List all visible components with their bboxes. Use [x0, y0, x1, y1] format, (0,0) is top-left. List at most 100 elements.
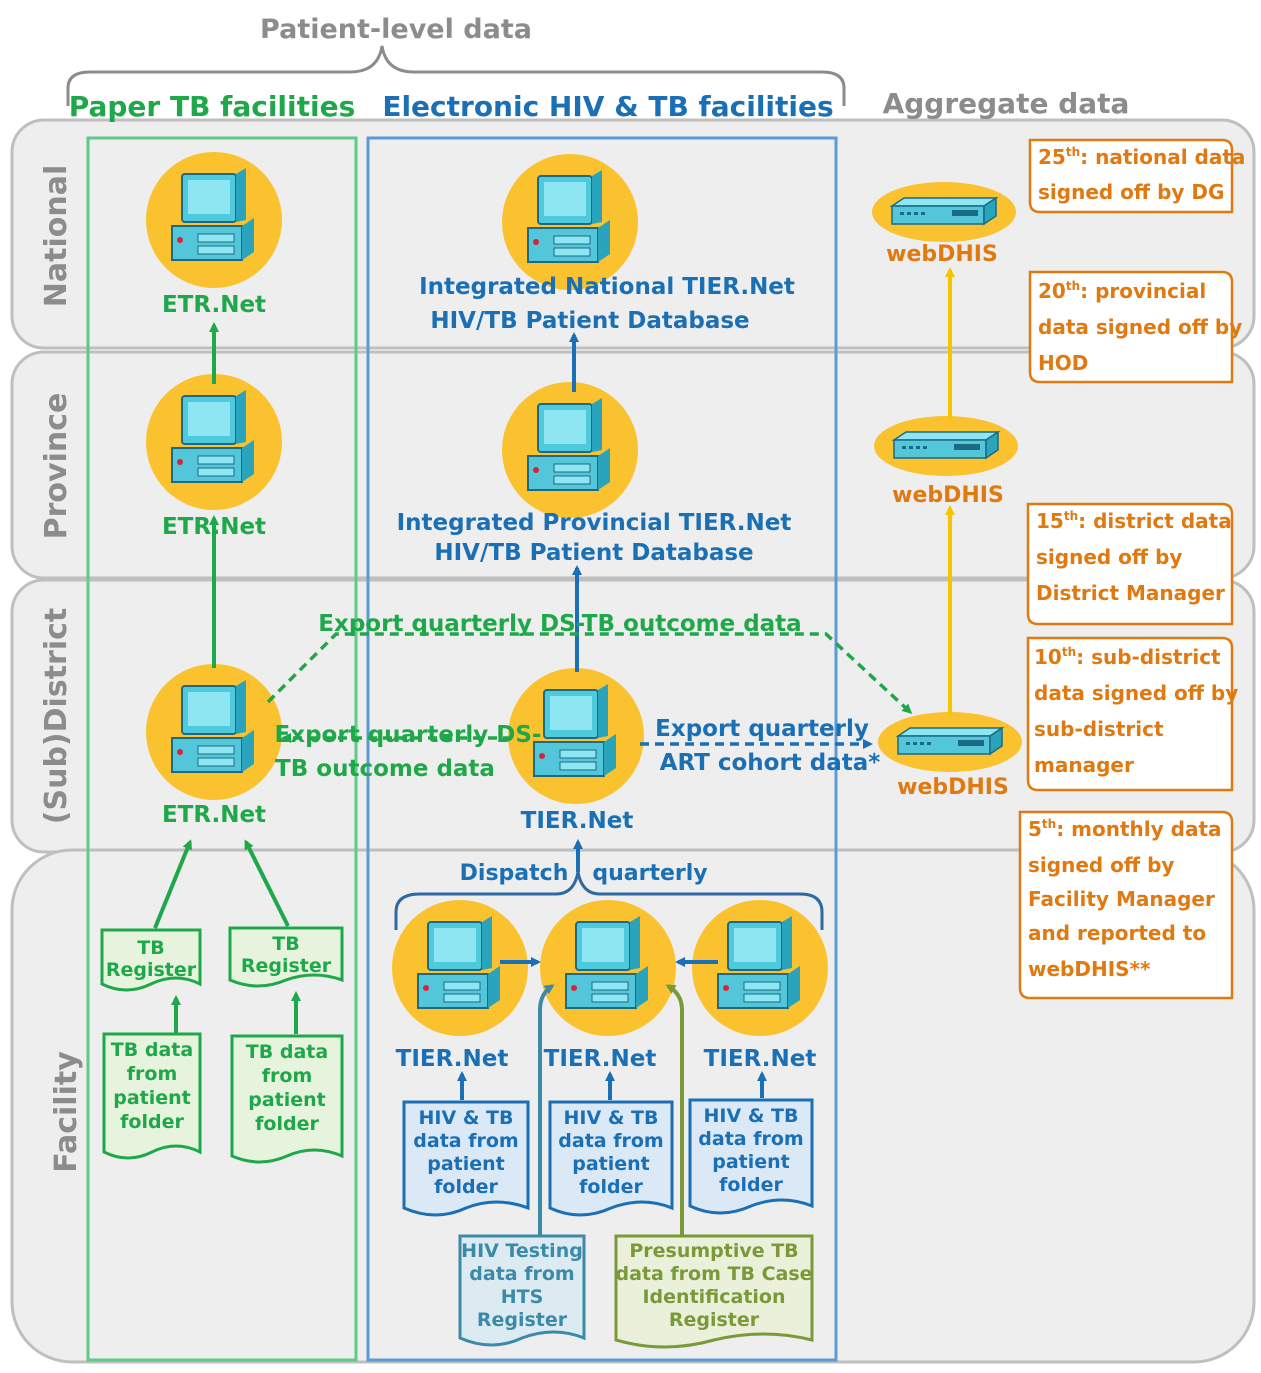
export-dstb-left-l1: Export quarterly DS-	[275, 722, 542, 748]
tier-district-label: TIER.Net	[521, 808, 634, 834]
note-district-l3: District Manager	[1036, 581, 1225, 605]
hiv-tb-doc-3	[688, 1098, 814, 1215]
note-subdistrict-sup: th	[1062, 645, 1076, 659]
hiv-tb-doc-3-l4: folder	[719, 1174, 783, 1196]
hiv-tb-doc-1-l3: patient	[427, 1153, 505, 1175]
arrow-register2-to-etr	[244, 839, 290, 927]
tier-facility-label-3: TIER.Net	[704, 1046, 817, 1072]
tb-data-1-l4: folder	[120, 1111, 184, 1133]
level-national: National	[39, 165, 74, 307]
hiv-tb-doc-2	[548, 1100, 674, 1217]
tb-data-2-l1: TB data	[246, 1041, 328, 1063]
note-facility-l4: and reported to	[1028, 921, 1206, 945]
note-province-l3: HOD	[1038, 351, 1088, 375]
hiv-tb-doc-1-l1: HIV & TB	[419, 1107, 514, 1129]
paper-header: Paper TB facilities	[69, 90, 356, 123]
note-facility-l3: Facility Manager	[1028, 887, 1215, 911]
computer-icon	[391, 899, 529, 1037]
tb-register-2-line2: Register	[241, 955, 332, 977]
hiv-tb-doc-1-l4: folder	[434, 1176, 498, 1198]
hiv-tb-doc-2-l1: HIV & TB	[564, 1107, 659, 1129]
hiv-tb-doc-3-l3: patient	[712, 1151, 790, 1173]
note-subdistrict: 10th: sub-district data signed off by su…	[1026, 636, 1238, 792]
svg-text:25th: national data: 25th: national data	[1038, 145, 1245, 169]
svg-text:10th: sub-district: 10th: sub-district	[1034, 645, 1221, 669]
webdhis-district-label: webDHIS	[897, 775, 1009, 800]
patient-level-brace	[66, 45, 846, 106]
tb-register-doc-1	[100, 928, 202, 992]
note-national-day: 25	[1038, 145, 1066, 169]
server-icon	[871, 181, 1017, 243]
export-dstb-top-arrow	[266, 632, 913, 715]
svg-text:5th: monthly data: 5th: monthly data	[1028, 817, 1222, 841]
hts-l3: HTS	[501, 1286, 544, 1308]
export-dstb-left-l2: TB outcome data	[275, 756, 495, 782]
presumptive-l3: Identification	[642, 1286, 785, 1308]
presumptive-l1: Presumptive TB	[629, 1240, 798, 1262]
note-province-l2: data signed off by	[1038, 315, 1242, 339]
computer-icon	[145, 373, 283, 511]
computer-icon	[539, 899, 677, 1037]
tb-data-1-l1: TB data	[111, 1039, 193, 1061]
tb-data-2-l3: patient	[248, 1089, 326, 1111]
level-facility: Facility	[49, 1051, 84, 1173]
computer-icon	[691, 899, 829, 1037]
presumptive-register-doc	[614, 1234, 814, 1349]
note-national-l2: signed off by DG	[1038, 180, 1224, 204]
presumptive-l2: data from TB Case	[615, 1263, 812, 1285]
tb-data-doc-2	[230, 1034, 344, 1164]
hiv-tb-doc-1	[402, 1100, 530, 1217]
national-db-line1: Integrated National TIER.Net	[419, 274, 795, 300]
provincial-db-line1: Integrated Provincial TIER.Net	[397, 510, 792, 536]
tier-facility-label-2: TIER.Net	[544, 1046, 657, 1072]
note-national: 25th: national data signed off by DG	[1028, 138, 1245, 214]
export-art-l1: Export quarterly	[655, 716, 869, 742]
server-icon	[873, 415, 1019, 477]
note-facility: 5th: monthly data signed off by Facility…	[1018, 810, 1234, 1000]
tb-register-doc-2	[228, 926, 344, 988]
note-facility-l5: webDHIS**	[1028, 957, 1151, 981]
hts-l2: data from	[469, 1263, 574, 1285]
hiv-tb-doc-2-l4: folder	[579, 1176, 643, 1198]
arrow-register1-to-etr	[153, 839, 192, 929]
hiv-tb-doc-3-l2: data from	[698, 1128, 803, 1150]
tb-register-2-line1: TB	[272, 933, 299, 955]
paper-column-frame	[86, 136, 358, 1362]
hiv-tb-doc-3-l1: HIV & TB	[704, 1105, 799, 1127]
tb-register-1-line2: Register	[106, 959, 197, 981]
note-province-day: 20	[1038, 279, 1066, 303]
server-icon	[877, 711, 1023, 773]
note-national-l1: : national data	[1080, 145, 1245, 169]
electronic-header: Electronic HIV & TB facilities	[382, 90, 833, 123]
export-dstb-top-label: Export quarterly DS-TB outcome data	[318, 611, 801, 637]
svg-text:15th: district data: 15th: district data	[1036, 509, 1232, 533]
note-district-day: 15	[1036, 509, 1064, 533]
hiv-tb-doc-1-l2: data from	[413, 1130, 518, 1152]
hts-l1: HIV Testing	[461, 1240, 583, 1262]
tb-register-1-line1: TB	[137, 937, 164, 959]
note-province-l1: : provincial	[1080, 279, 1206, 303]
note-subdistrict-l3: sub-district	[1034, 717, 1164, 741]
note-subdistrict-l1: : sub-district	[1076, 645, 1221, 669]
tier-facility-label-1: TIER.Net	[396, 1046, 509, 1072]
computer-icon	[501, 381, 639, 519]
note-national-sup: th	[1066, 145, 1080, 159]
etr-national-label: ETR.Net	[162, 292, 266, 318]
aggregate-header: Aggregate data	[883, 87, 1130, 120]
note-district: 15th: district data signed off by Distri…	[1026, 502, 1234, 626]
national-db-line2: HIV/TB Patient Database	[430, 308, 749, 334]
tb-data-2-l4: folder	[255, 1113, 319, 1135]
provincial-db-line2: HIV/TB Patient Database	[434, 540, 753, 566]
note-facility-l2: signed off by	[1028, 853, 1174, 877]
etr-district-label: ETR.Net	[162, 802, 266, 828]
quarterly-label: quarterly	[592, 861, 707, 886]
tb-data-2-l2: from	[262, 1065, 313, 1087]
tb-data-1-l3: patient	[113, 1087, 191, 1109]
note-facility-day: 5	[1028, 817, 1042, 841]
note-district-sup: th	[1064, 509, 1078, 523]
computer-icon	[501, 153, 639, 291]
note-facility-l1: : monthly data	[1056, 817, 1221, 841]
note-district-l1: : district data	[1078, 509, 1232, 533]
tb-data-doc-1	[102, 1032, 202, 1160]
note-province-sup: th	[1066, 279, 1080, 293]
